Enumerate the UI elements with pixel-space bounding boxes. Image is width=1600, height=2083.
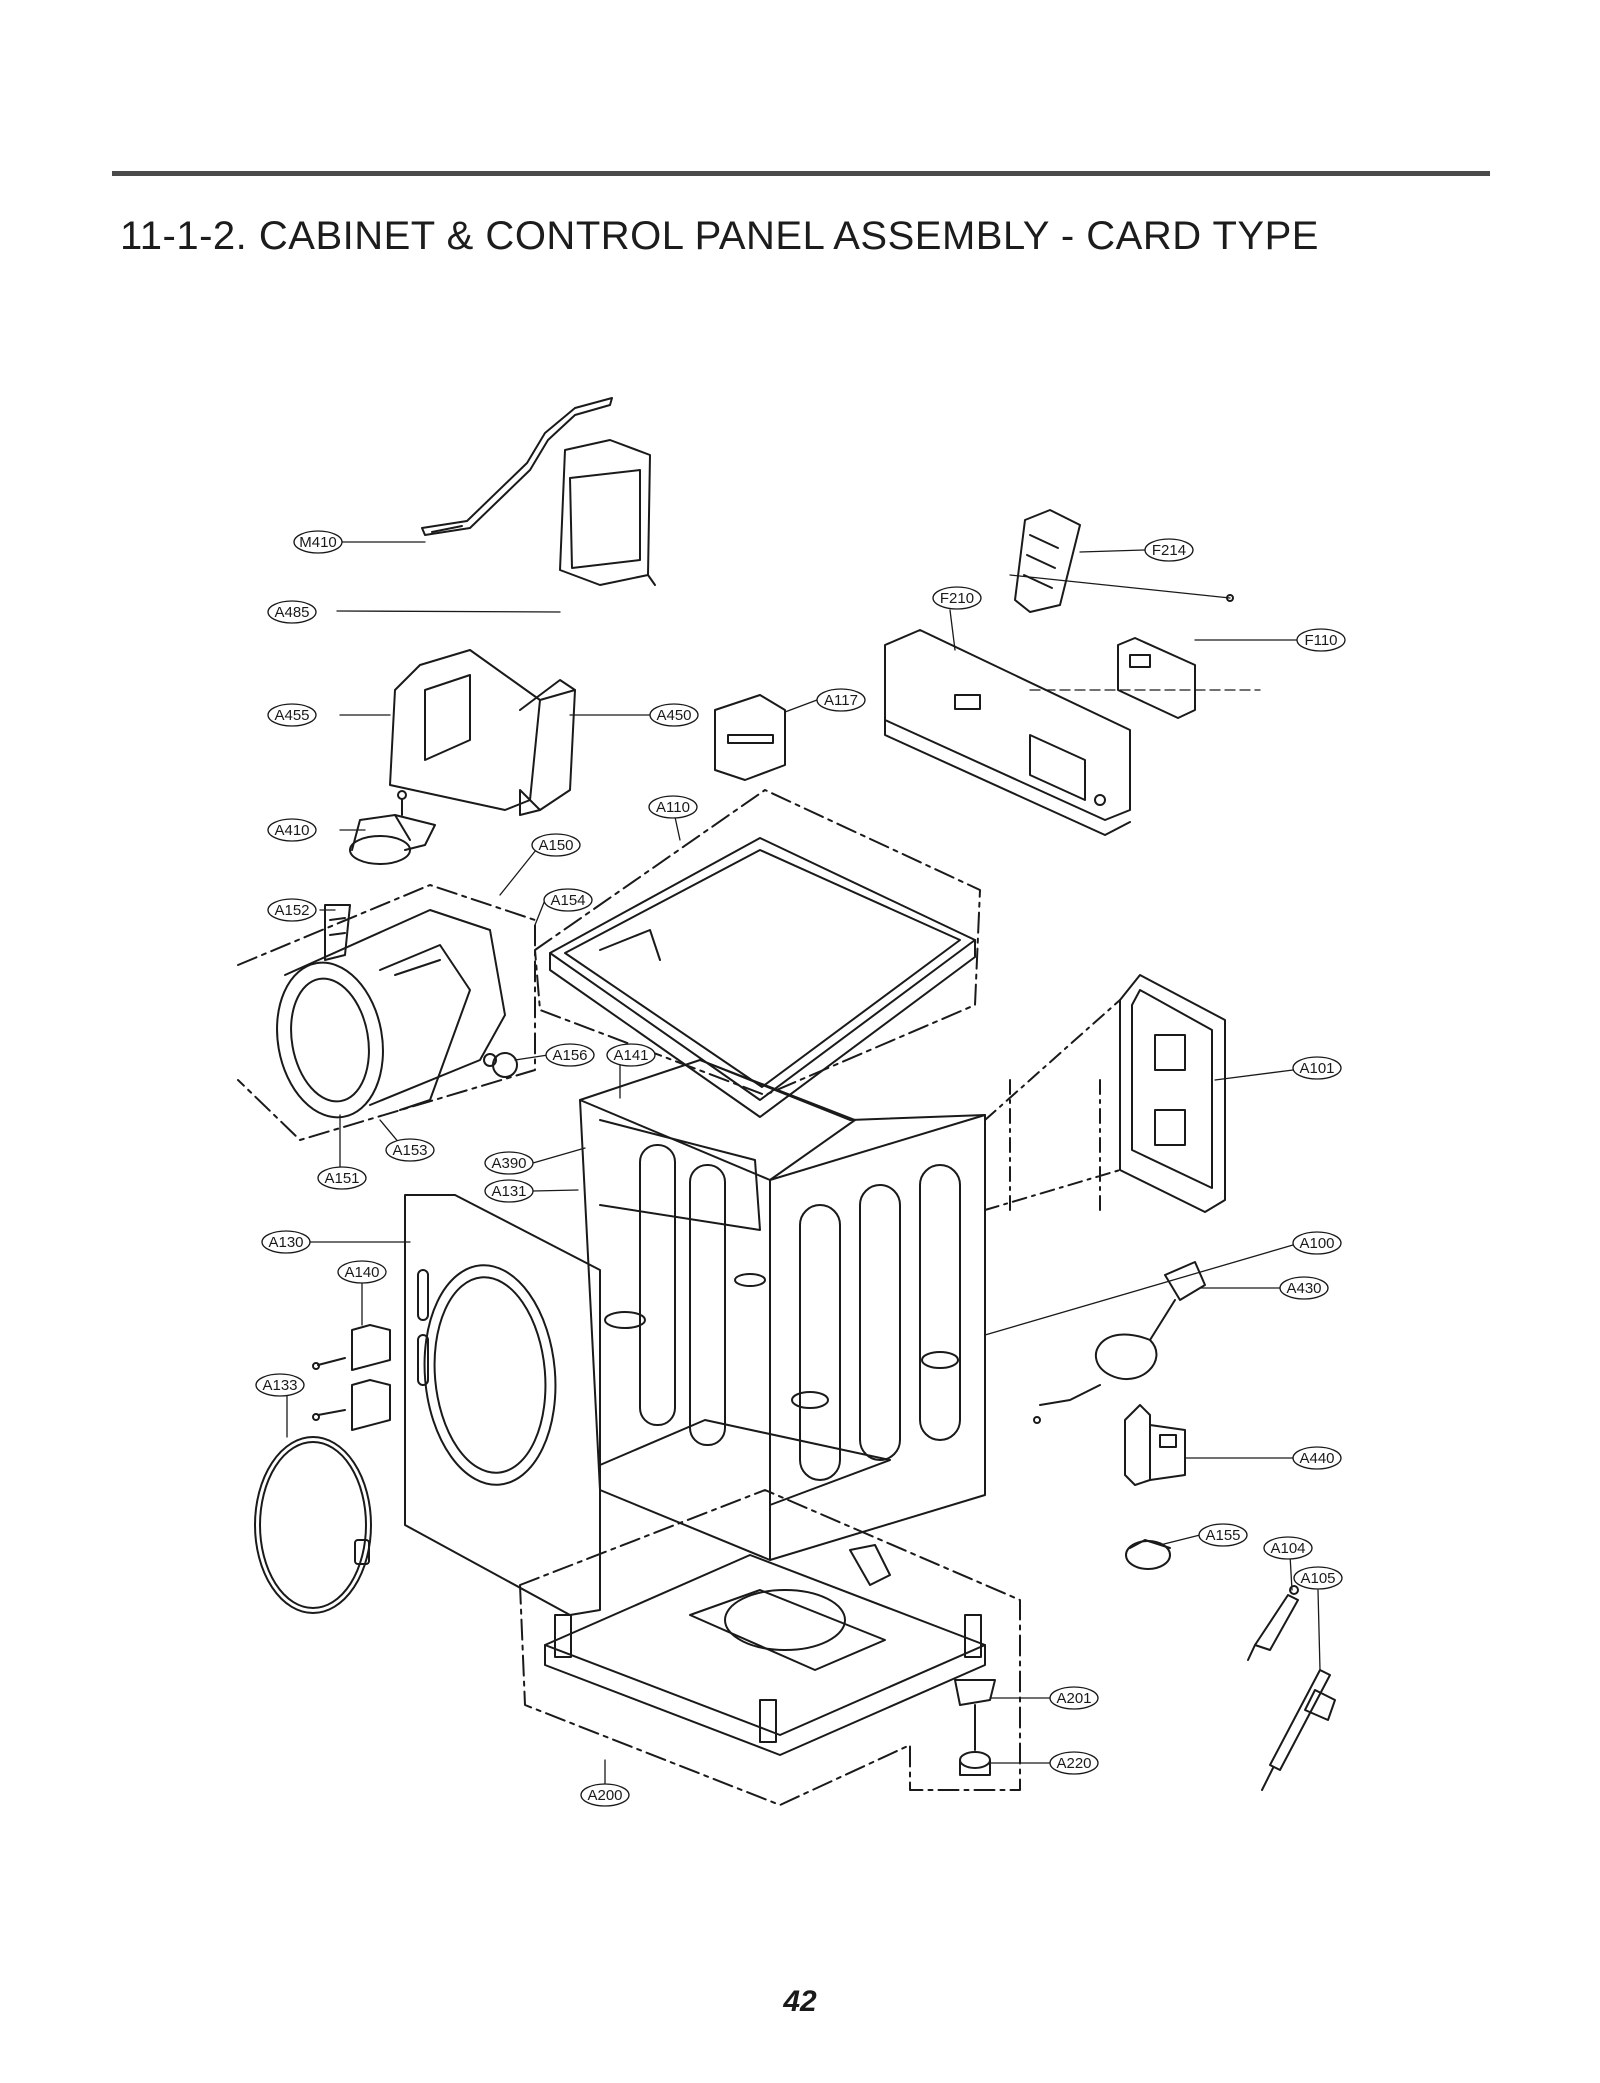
a220-leveling-foot-part	[954, 1679, 996, 1776]
a140-hinge-part	[312, 1324, 391, 1431]
callout-a151: A151	[317, 1166, 367, 1190]
callout-label: A155	[1205, 1527, 1240, 1544]
callout-a450: A450	[649, 703, 699, 727]
a117-holder-part	[714, 694, 786, 781]
callout-label: A201	[1056, 1690, 1091, 1707]
a455-a450-pcb-assembly-part	[389, 649, 576, 816]
a130-front-panel-part	[404, 1194, 601, 1616]
callout-a153: A153	[385, 1138, 435, 1162]
a105-heater-element-part	[1261, 1669, 1336, 1791]
callout-labels: M410 A485 A455 A450 A410 A150 A154 A152 …	[255, 530, 1346, 1807]
callout-a131: A131	[484, 1179, 534, 1203]
callout-m410: M410	[293, 530, 343, 554]
callout-label: A485	[274, 604, 309, 621]
page-number: 42	[783, 1985, 817, 2018]
callout-a133: A133	[255, 1373, 305, 1397]
callout-a130: A130	[261, 1230, 311, 1254]
callout-a140: A140	[337, 1260, 387, 1284]
callout-a156: A156	[545, 1043, 595, 1067]
callout-label: A455	[274, 707, 309, 724]
callout-label: A151	[324, 1170, 359, 1187]
callout-f110: F110	[1296, 628, 1346, 652]
callout-a152: A152	[267, 898, 317, 922]
callout-a150: A150	[531, 833, 581, 857]
cabinet-frame-part	[579, 1059, 986, 1561]
f210-control-panel-part	[884, 629, 1131, 836]
callout-label: A152	[274, 902, 309, 919]
callout-a101: A101	[1292, 1056, 1342, 1080]
a151-door-ring-part	[276, 909, 506, 1119]
header-rule	[112, 171, 1490, 176]
callout-label: A110	[656, 799, 690, 816]
callout-label: A390	[491, 1155, 526, 1172]
callout-label: A200	[587, 1787, 622, 1804]
callout-label: A430	[1286, 1280, 1321, 1297]
f110-pcb-part	[1117, 594, 1234, 719]
callout-a117: A117	[816, 688, 866, 712]
a156-knob-part	[483, 1052, 518, 1078]
callout-label: A153	[392, 1142, 427, 1159]
a410-valve-part	[349, 790, 436, 865]
a430-power-cord-part	[1033, 1261, 1206, 1424]
a101-projection-lines	[984, 999, 1121, 1211]
callout-a410: A410	[267, 818, 317, 842]
a200-group-outline	[519, 1489, 1021, 1806]
callout-label: F110	[1304, 632, 1337, 649]
callout-label: A141	[613, 1047, 648, 1064]
callout-a105: A105	[1293, 1566, 1343, 1590]
page-title: 11-1-2. CABINET & CONTROL PANEL ASSEMBLY…	[120, 214, 1319, 258]
callout-a440: A440	[1292, 1446, 1342, 1470]
callout-label: A156	[552, 1047, 587, 1064]
callout-a110: A110	[648, 795, 698, 819]
a133-ring-part	[254, 1436, 372, 1614]
callout-a201: A201	[1049, 1686, 1099, 1710]
a440-door-lock-part	[1124, 1404, 1186, 1486]
callout-f210: F210	[932, 586, 982, 610]
callout-a220: A220	[1049, 1751, 1099, 1775]
a110-top-plate-part	[549, 837, 976, 1118]
callout-label: A117	[824, 692, 858, 709]
a155-button-part	[1125, 1539, 1171, 1570]
callout-label: A140	[344, 1264, 379, 1281]
callout-label: A130	[268, 1234, 303, 1251]
callout-a154: A154	[543, 888, 593, 912]
callout-f214: F214	[1144, 538, 1194, 562]
callout-a455: A455	[267, 703, 317, 727]
callout-leader-lines	[286, 541, 1321, 1786]
callout-label: A440	[1299, 1450, 1334, 1467]
a110-group-outline	[534, 789, 981, 1096]
callout-label: A154	[550, 892, 585, 909]
a150-door-group-outline	[237, 884, 536, 1141]
callout-a485: A485	[267, 600, 317, 624]
callout-label: F210	[940, 590, 974, 607]
callout-a155: A155	[1198, 1523, 1248, 1547]
callout-a390: A390	[484, 1151, 534, 1175]
a101-rear-cover-part	[1119, 974, 1226, 1213]
callout-a141: A141	[606, 1043, 656, 1067]
callout-label: A100	[1299, 1235, 1334, 1252]
m410-bracket-part	[421, 397, 613, 536]
callout-label: A133	[262, 1377, 297, 1394]
callout-a100: A100	[1292, 1231, 1342, 1255]
a104-heater-part	[1247, 1585, 1299, 1661]
a485-box-part	[559, 439, 656, 586]
callout-a430: A430	[1279, 1276, 1329, 1300]
a153-door-frame-part	[379, 944, 471, 1111]
callout-label: A101	[1299, 1060, 1334, 1077]
a200-base-frame-part	[544, 1544, 986, 1756]
a152-handle-part	[324, 904, 351, 961]
callout-a200: A200	[580, 1783, 630, 1807]
callout-a104: A104	[1263, 1536, 1313, 1560]
f214-button-card-part	[1014, 509, 1081, 613]
callout-label: A104	[1270, 1540, 1305, 1557]
callout-label: F214	[1152, 542, 1186, 559]
callout-label: A410	[274, 822, 309, 839]
callout-label: M410	[299, 534, 337, 551]
callout-label: A450	[656, 707, 691, 724]
callout-label: A150	[538, 837, 573, 854]
callout-label: A131	[491, 1183, 526, 1200]
callout-label: A220	[1056, 1755, 1091, 1772]
callout-label: A105	[1300, 1570, 1335, 1587]
